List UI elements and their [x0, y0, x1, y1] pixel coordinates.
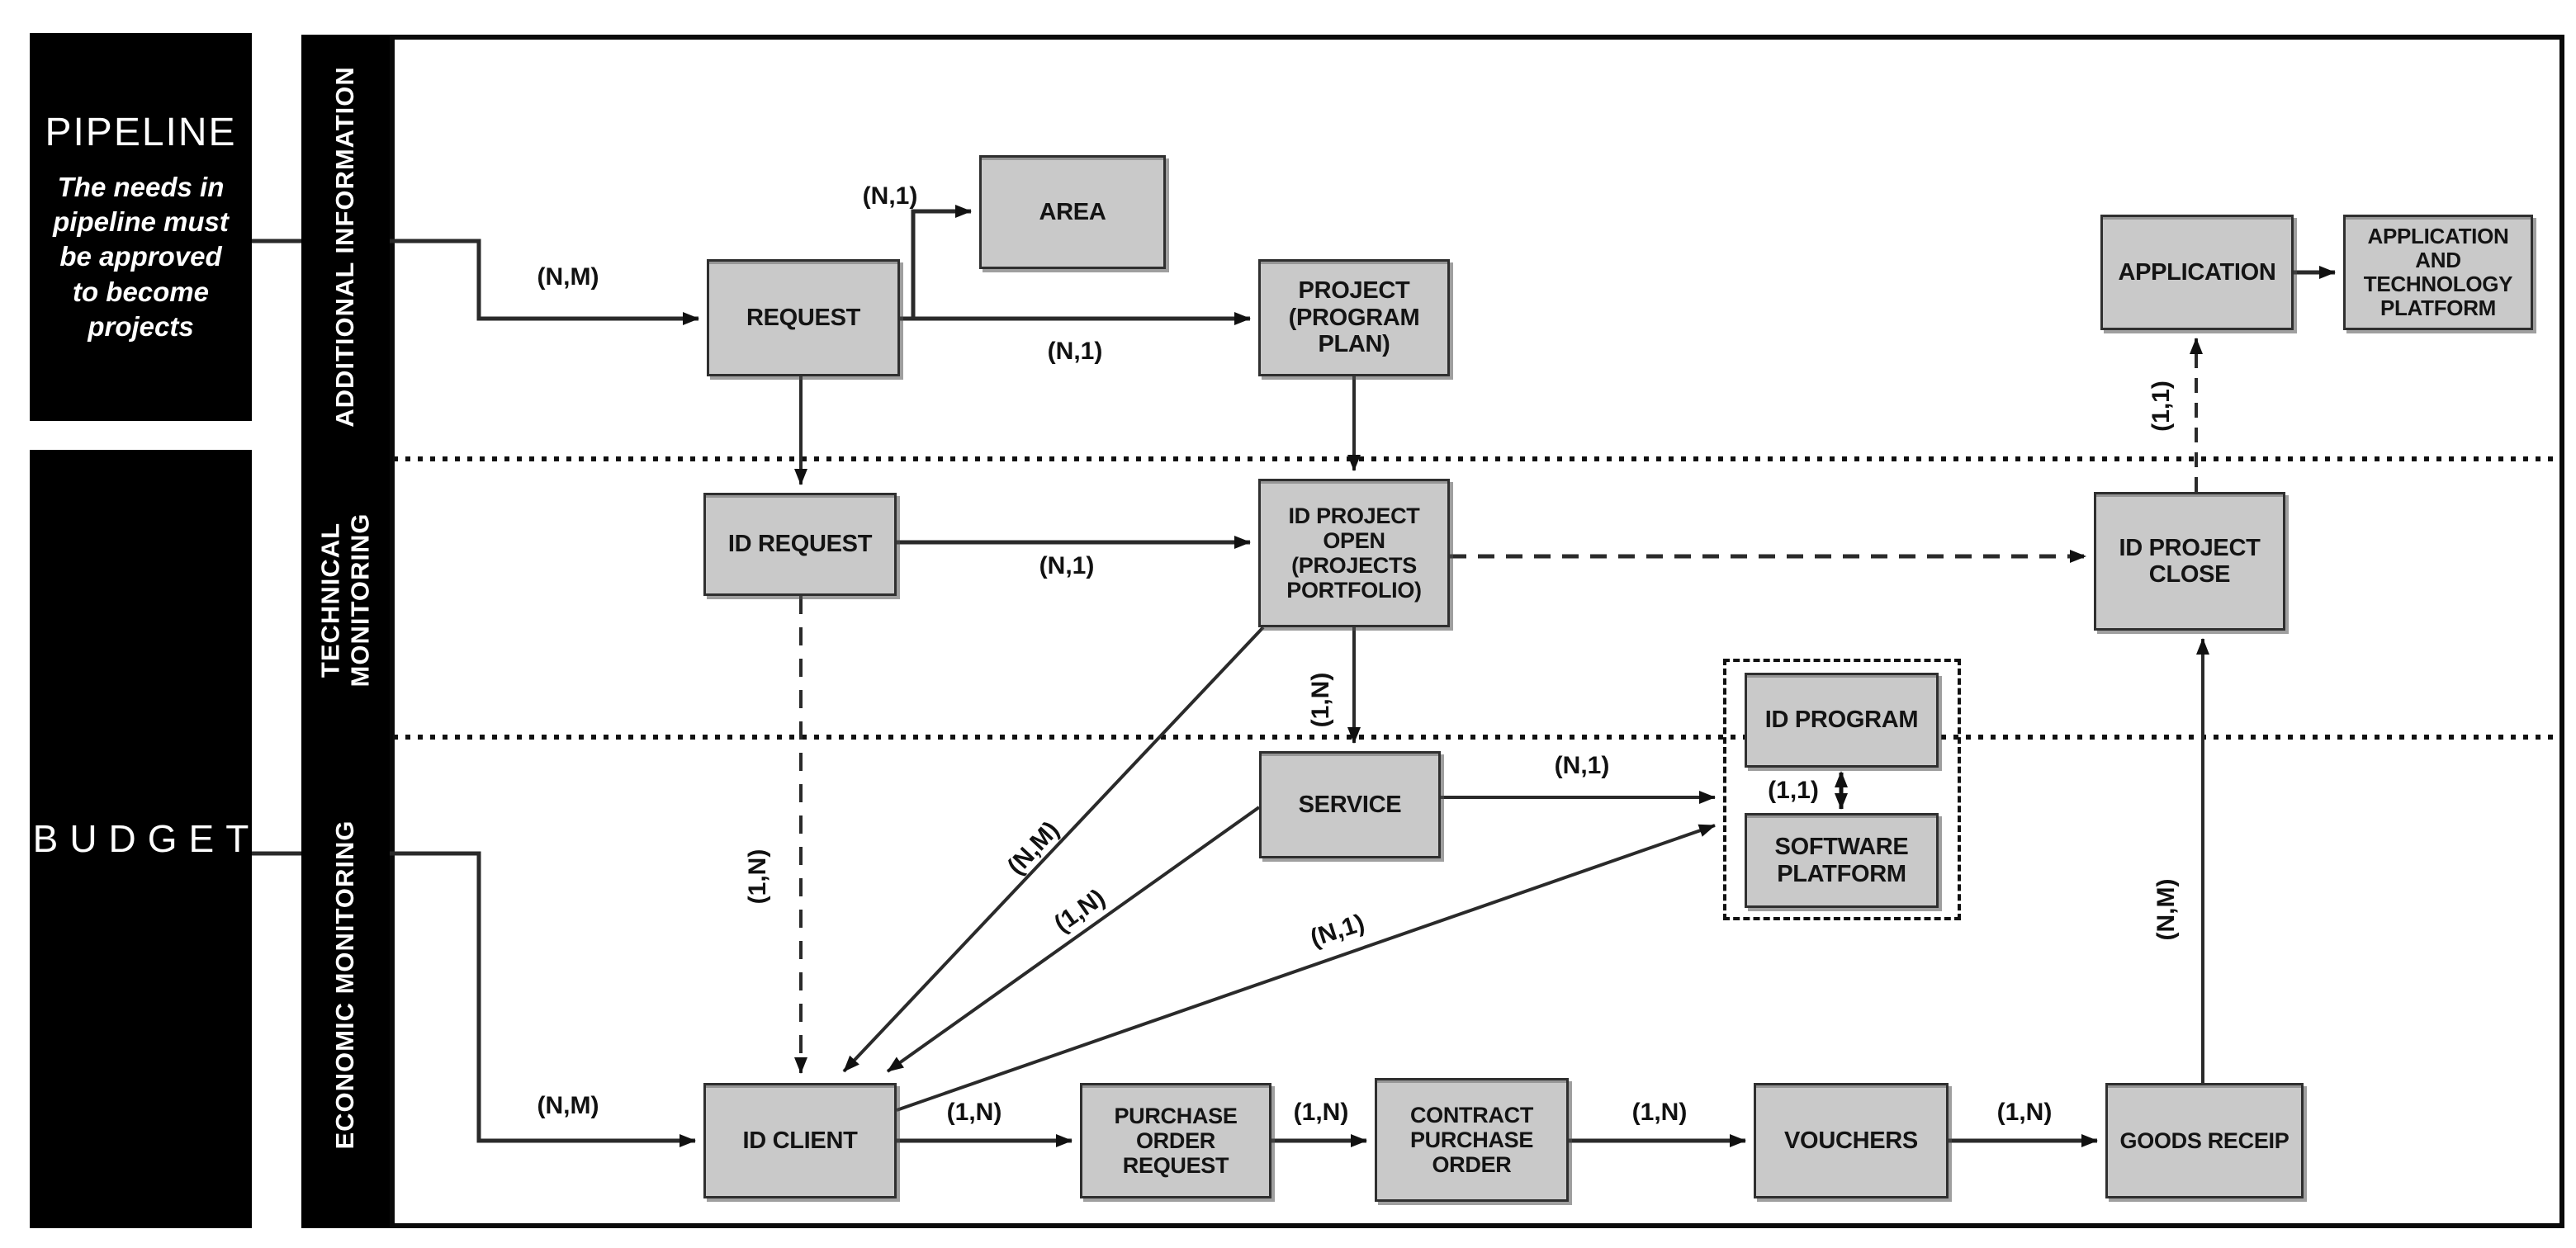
edge-idopen-idclient — [842, 626, 1265, 1073]
entity-id-project-close: ID PROJECT CLOSE — [2094, 492, 2285, 631]
entity-id-project-open-label: ID PROJECT OPEN (PROJECTS PORTFOLIO) — [1286, 503, 1422, 603]
entity-id-project-open: ID PROJECT OPEN (PROJECTS PORTFOLIO) — [1258, 479, 1450, 627]
entity-purchase-order-request: PURCHASE ORDER REQUEST — [1080, 1083, 1271, 1198]
cardinality-idrequest-idclient: (1,N) — [744, 849, 771, 905]
sidebar-section-additional-information: ADDITIONAL INFORMATION — [330, 66, 360, 428]
entity-area: AREA — [979, 155, 1166, 269]
cardinality-vouchers-goods: (1,N) — [1996, 1099, 2053, 1126]
cardinality-idprogram-softwareplatform: (1,1) — [1768, 777, 1819, 804]
pipeline-title: PIPELINE — [45, 111, 237, 154]
budget-panel: BUDGET — [30, 450, 252, 1228]
cardinality-por-contract: (1,N) — [1293, 1099, 1349, 1126]
cardinality-idclose-application: (1,1) — [2147, 381, 2175, 432]
entity-id-client-label: ID CLIENT — [742, 1127, 858, 1154]
entity-project-label: PROJECT (PROGRAM PLAN) — [1288, 277, 1420, 358]
entity-request-label: REQUEST — [746, 304, 861, 331]
sidebar-section-technical-monitoring: TECHNICAL MONITORING — [315, 513, 374, 688]
entity-service-label: SERVICE — [1298, 791, 1402, 818]
entity-goods-receip-label: GOODS RECEIP — [2119, 1127, 2290, 1153]
entity-id-project-close-label: ID PROJECT CLOSE — [2119, 534, 2261, 588]
entity-vouchers: VOUCHERS — [1754, 1083, 1949, 1198]
edge-service-idclient — [886, 806, 1261, 1073]
entity-id-client: ID CLIENT — [703, 1083, 897, 1198]
edge-request-area — [911, 205, 972, 319]
budget-title: BUDGET — [32, 817, 261, 861]
entity-purchase-order-request-label: PURCHASE ORDER REQUEST — [1114, 1103, 1238, 1179]
entity-id-request-label: ID REQUEST — [727, 531, 873, 558]
entity-id-request: ID REQUEST — [703, 493, 897, 596]
entity-service: SERVICE — [1259, 751, 1441, 858]
cardinality-idrequest-idopen: (N,1) — [1039, 552, 1095, 579]
entity-application-label: APPLICATION — [2118, 258, 2276, 286]
entity-area-label: AREA — [1039, 198, 1106, 225]
entity-goods-receip: GOODS RECEIP — [2105, 1083, 2304, 1198]
diagram-frame — [390, 35, 2564, 1228]
cardinality-goods-idclose: (N,M) — [2152, 878, 2180, 941]
entity-software-platform: SOFTWARE PLATFORM — [1745, 813, 1939, 908]
entity-application-technology-platform-label: APPLICATION AND TECHNOLOGY PLATFORM — [2363, 223, 2513, 321]
cardinality-idopen-service: (1,N) — [1307, 672, 1334, 728]
sidebar — [301, 35, 390, 1228]
entity-software-platform-label: SOFTWARE PLATFORM — [1774, 834, 1909, 887]
entity-project: PROJECT (PROGRAM PLAN) — [1258, 259, 1450, 376]
cardinality-pipeline-request: (N,M) — [537, 263, 599, 291]
cardinality-request-area: (N,1) — [862, 182, 918, 210]
pipeline-description: The needs in pipeline must be approved t… — [53, 171, 229, 342]
cardinality-request-project: (N,1) — [1047, 338, 1103, 365]
entity-request: REQUEST — [707, 259, 900, 376]
entity-contract-purchase-order-label: CONTRACT PURCHASE ORDER — [1409, 1102, 1534, 1178]
sidebar-section-economic-monitoring: ECONOMIC MONITORING — [330, 820, 360, 1150]
entity-application-technology-platform: APPLICATION AND TECHNOLOGY PLATFORM — [2343, 215, 2533, 330]
platform-group-container — [1723, 659, 1961, 920]
entity-vouchers-label: VOUCHERS — [1784, 1127, 1918, 1154]
entity-id-program: ID PROGRAM — [1745, 673, 1939, 768]
cardinality-service-platformgroup: (N,1) — [1554, 752, 1610, 779]
cardinality-contract-vouchers: (1,N) — [1631, 1099, 1688, 1126]
pipeline-panel: PIPELINE The needs in pipeline must be a… — [30, 33, 252, 421]
entity-id-program-label: ID PROGRAM — [1764, 707, 1919, 734]
edge-idclient-softwareplatform — [896, 824, 1716, 1112]
entity-application: APPLICATION — [2100, 215, 2294, 330]
cardinality-idclient-por: (1,N) — [946, 1099, 1002, 1126]
cardinality-budget-idclient: (N,M) — [537, 1092, 599, 1119]
entity-contract-purchase-order: CONTRACT PURCHASE ORDER — [1375, 1078, 1569, 1202]
